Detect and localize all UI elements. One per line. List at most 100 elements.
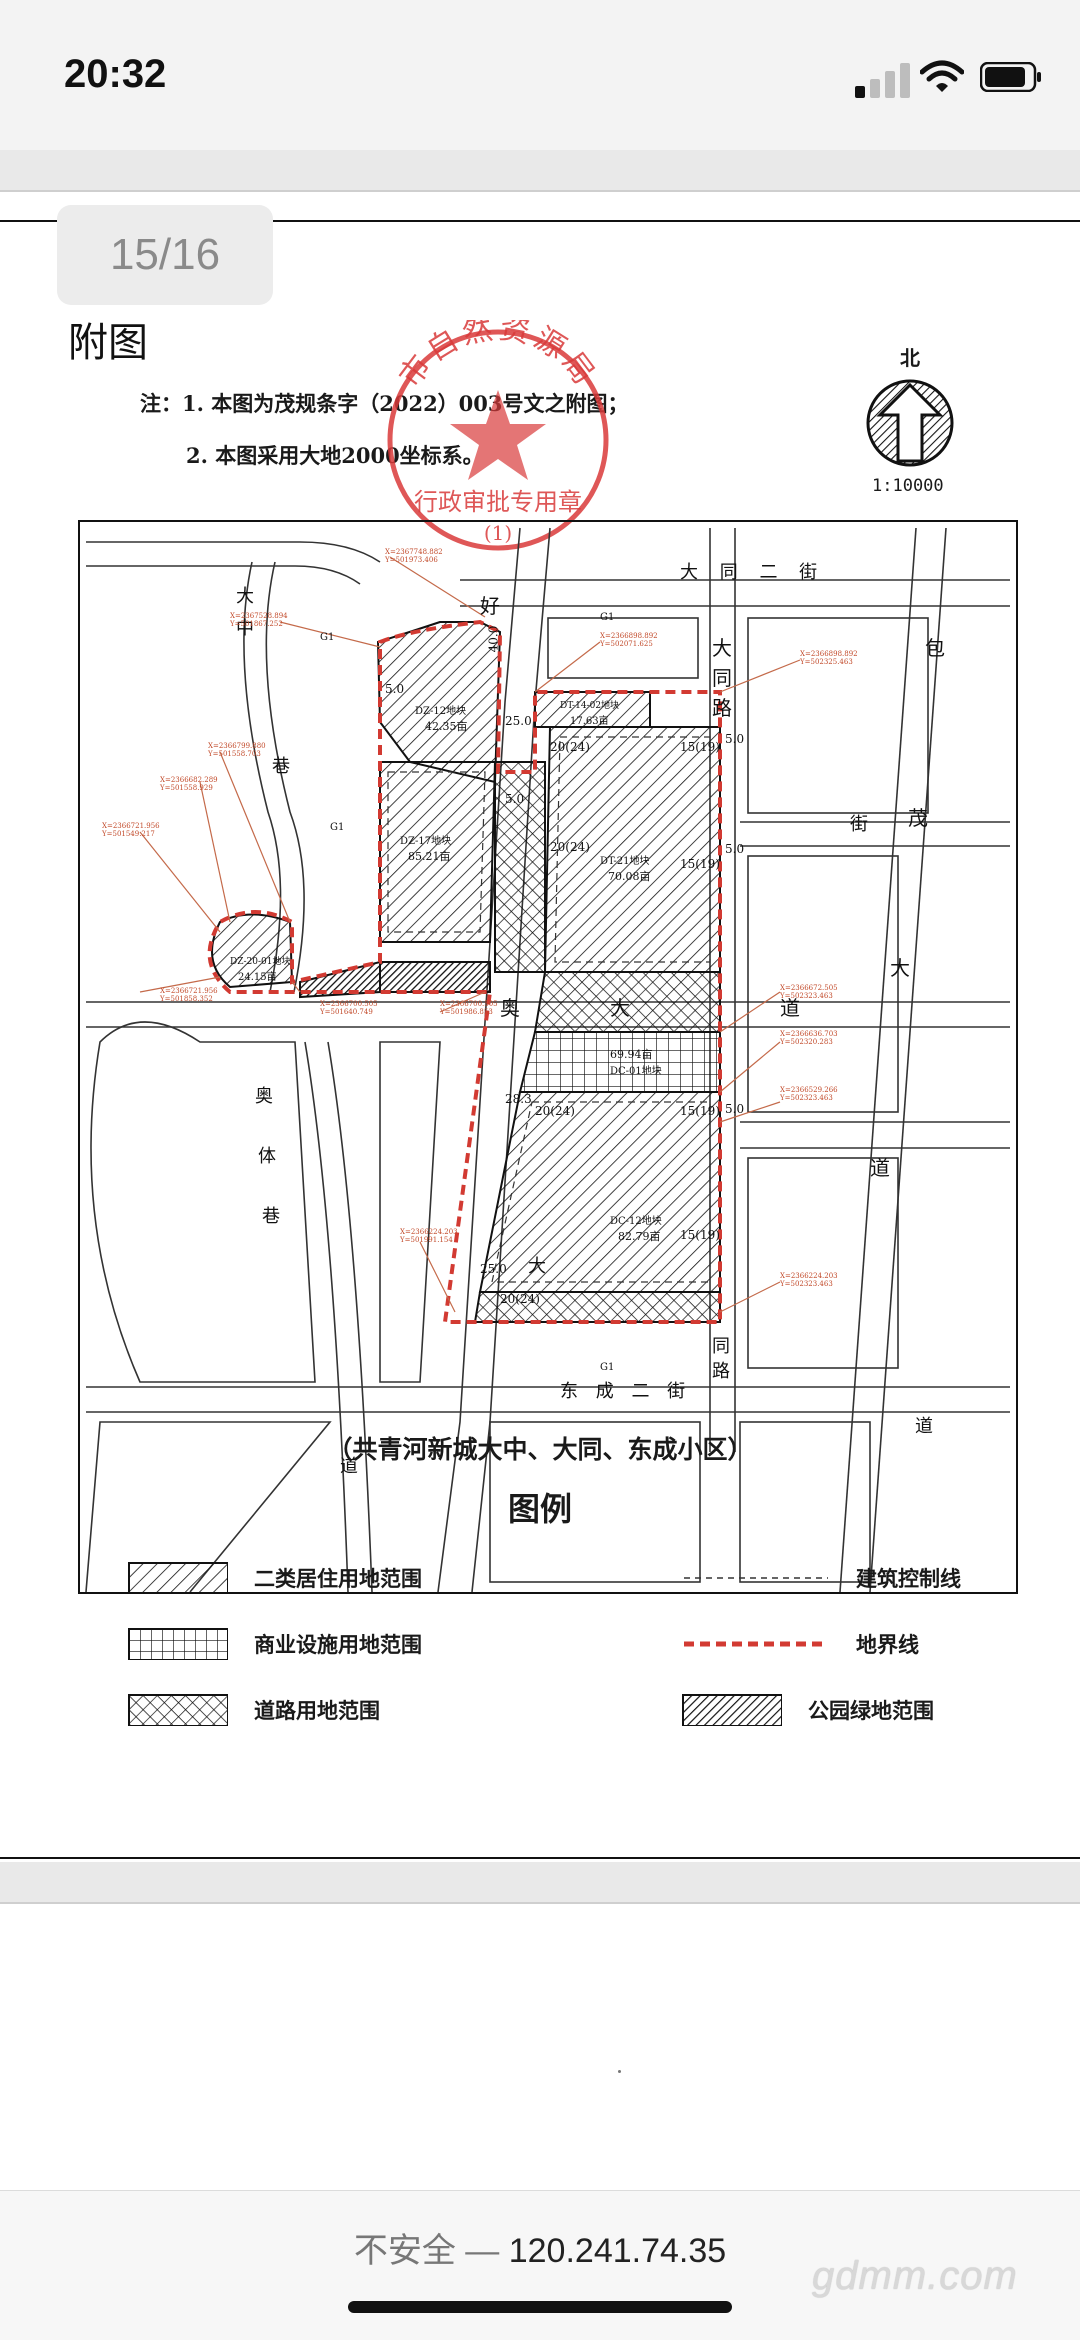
coord-label: X=2366529.266 Y=502323.463 (780, 1086, 838, 1102)
label-dazhong-1: 大 (236, 586, 254, 607)
legend-item-park: 公园绿地范围 (682, 1694, 934, 1726)
viewer-top-margin (0, 150, 1080, 190)
home-indicator[interactable] (348, 2301, 732, 2313)
document-title: 附图 (68, 320, 148, 366)
dim-28-3: 28.3 (505, 1092, 532, 1106)
parcel-dt14: DT-14-02地块 (560, 701, 620, 711)
dim-20-24-d: 20(24) (500, 1292, 540, 1306)
cross-hatch-swatch-icon (128, 1694, 228, 1726)
label-tiyu-1: 奥 (255, 1086, 273, 1107)
legend-item-residential: 二类居住用地范围 (128, 1562, 422, 1594)
label-dongcheng-2nd-street: 东 成 二 街 (560, 1381, 692, 1402)
dim-5-d: 5.0 (725, 842, 745, 856)
north-arrow-icon (866, 379, 954, 467)
label-da: 大 (890, 956, 910, 980)
label-right-tong: 同 (712, 1336, 730, 1357)
label-tiyu-3: 巷 (262, 1206, 280, 1227)
label-datong-road-2: 同 (712, 666, 732, 690)
legend-label: 地界线 (856, 1632, 919, 1657)
coord-label: X=2366721.956 Y=501549.217 (102, 822, 160, 838)
coord-label: X=2367748.882 Y=501973.406 (385, 548, 443, 564)
coord-label: X=2366700.505 Y=501986.853 (440, 1000, 498, 1016)
g1-label-d: G1 (600, 1362, 615, 1373)
parcel-dt21: DT-21地块 (600, 856, 650, 867)
dim-15-19-d: 15(19) (680, 1228, 720, 1242)
note-line-1: 注：1. 本图为茂规条字（2022）003号文之附图； (140, 391, 629, 416)
dim-25-b: 25.0 (480, 1262, 507, 1276)
coord-label: X=2366799.880 Y=501558.703 (208, 742, 266, 758)
legend-label: 商业设施用地范围 (254, 1632, 422, 1657)
dim-20-24-c: 20(24) (535, 1104, 575, 1118)
parcel-dz12: DZ-12地块 (415, 706, 467, 717)
label-avenue-dao: 道 (780, 996, 800, 1020)
url-address: 120.241.74.35 (508, 2232, 727, 2270)
parcel-dz20-area: 24.15亩 (238, 972, 277, 983)
note-line-2: 2. 本图采用大地2000坐标系。 (186, 443, 484, 468)
coord-label: X=2366898.892 Y=502071.625 (600, 632, 658, 648)
map-label-layer: 大 同 二 街 好 大 同 路 包 茂 大 道 街 奥 大 道 东 成 二 街 … (80, 522, 1016, 1592)
label-right-lu: 路 (712, 1361, 730, 1382)
dim-5-a: 5.0 (385, 682, 405, 696)
watermark: gdmm.com (812, 2254, 1018, 2298)
dense-hatch-swatch-icon (682, 1694, 782, 1726)
label-datong-2nd-street: 大 同 二 街 (680, 562, 826, 583)
dim-25-a: 25.0 (505, 714, 532, 728)
parcel-dt21-area: 70.08亩 (608, 870, 651, 883)
north-arrow: 北 (860, 342, 960, 522)
legend-label: 建筑控制线 (856, 1566, 961, 1591)
status-bar: 20:32 (0, 0, 1080, 150)
map-drawing (85, 527, 1010, 1592)
battery-icon (980, 62, 1041, 92)
g1-label-b: G1 (600, 612, 615, 623)
label-right-dao: 道 (915, 1416, 933, 1437)
label-mao: 茂 (908, 806, 928, 830)
dashed-line-icon (684, 1577, 828, 1579)
coord-label: X=2366721.956 Y=501858.352 (160, 987, 218, 1003)
status-time: 20:32 (64, 52, 167, 96)
map-scale: 1:10000 (872, 476, 944, 496)
stamp-text-bottom: 行政审批专用章 (414, 488, 582, 516)
label-dao: 道 (870, 1156, 890, 1180)
coord-label: X=2366672.505 Y=502323.463 (780, 984, 838, 1000)
cellular-signal-icon (855, 63, 910, 98)
document-page[interactable]: 15/16 附图 注：1. 本图为茂规条字（2022）003号文之附图； 2. … (0, 192, 1080, 1862)
dim-5-e: 5.0 (725, 1102, 745, 1116)
page-top-rule (0, 220, 1080, 222)
legend-item-commercial: 商业设施用地范围 (128, 1628, 422, 1660)
browser-address-bar[interactable]: 不安全 — 120.241.74.35 (0, 2190, 1080, 2340)
viewer-bottom-margin (0, 1862, 1080, 1902)
planning-map[interactable]: 大 同 二 街 好 大 同 路 包 茂 大 道 街 奥 大 道 东 成 二 街 … (78, 520, 1018, 1594)
dim-15-19-a: 15(19) (680, 740, 720, 754)
parcel-dz17: DZ-17地块 (400, 836, 452, 847)
parcel-dc01: DC-01地块 (610, 1066, 662, 1077)
dim-40: 40.0 (486, 625, 501, 653)
url-display[interactable]: 不安全 — 120.241.74.35 (0, 2223, 1080, 2272)
label-datong-road-1: 大 (712, 636, 732, 660)
label-right-da: 大 (528, 1256, 546, 1277)
page-bottom-rule (0, 1857, 1080, 1859)
legend-label: 道路用地范围 (254, 1698, 380, 1723)
north-label: 北 (900, 346, 920, 370)
page-indicator: 15/16 (57, 205, 273, 305)
red-dashed-line-icon (684, 1641, 828, 1647)
diagonal-hatch-swatch-icon (128, 1562, 228, 1594)
coord-label: X=2366898.892 Y=502325.463 (800, 650, 858, 666)
label-tiyu-2: 体 (258, 1146, 276, 1167)
dim-5-c: 5.0 (725, 732, 745, 746)
map-caption: （共青河新城大中、大同、东成小区） (327, 1435, 753, 1464)
coord-label: X=2366636.703 Y=502320.283 (780, 1030, 838, 1046)
parcel-dz17-area: 85.21亩 (408, 850, 451, 863)
legend-title: 图例 (507, 1490, 572, 1528)
wifi-icon (920, 60, 964, 92)
dim-20-24-b: 20(24) (550, 840, 590, 854)
legend-label: 公园绿地范围 (808, 1698, 934, 1723)
grid-swatch-icon (128, 1628, 228, 1660)
legend-item-boundary-line: 地界线 (682, 1628, 919, 1660)
dim-15-19-c: 15(19) (680, 1104, 720, 1118)
label-jie: 街 (850, 814, 868, 835)
parcel-dt14-area: 17.63亩 (570, 716, 609, 727)
parcel-dz20: DZ-20-01地块 (230, 957, 291, 967)
parcel-dc12: DC-12地块 (610, 1216, 662, 1227)
security-warning: 不安全 (353, 2232, 456, 2270)
parcel-dz12-area: 42.35亩 (425, 720, 468, 733)
